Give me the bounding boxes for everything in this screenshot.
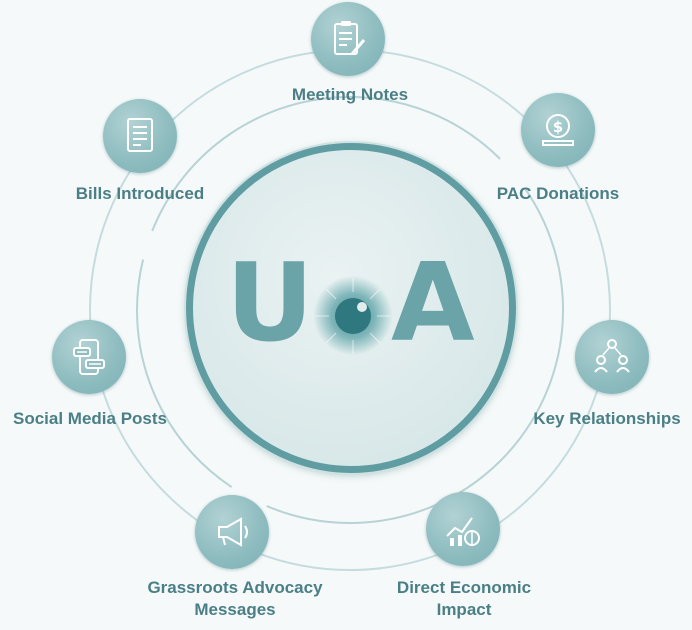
label-pac-donations: PAC Donations [496, 184, 620, 203]
logo-letter-u: U [226, 241, 314, 366]
phone-chat-icon [73, 339, 105, 375]
node-grassroots-advocacy [195, 495, 269, 569]
label-grassroots-advocacy-line1: Grassroots Advocacy [147, 578, 323, 597]
people-network-icon [594, 339, 630, 373]
inner-orbit-ring [136, 96, 564, 524]
node-direct-economic-impact [426, 492, 500, 566]
chart-growth-icon [446, 517, 480, 546]
label-key-relationships: Key Relationships [533, 409, 681, 428]
clipboard-pencil-icon [334, 21, 366, 55]
label-direct-economic-impact-line1: Direct Economic [396, 578, 532, 597]
label-direct-economic-impact: Direct Economic Impact [374, 577, 554, 621]
dollar-coin-icon: $ [542, 114, 574, 146]
svg-text:$: $ [553, 118, 563, 136]
logo-letter-a: A [391, 241, 475, 366]
eye-icon [313, 276, 393, 356]
megaphone-icon [218, 517, 248, 547]
label-grassroots-advocacy: Grassroots Advocacy Messages [130, 577, 340, 621]
label-grassroots-advocacy-line2: Messages [194, 600, 276, 619]
label-bills-introduced: Bills Introduced [75, 184, 205, 203]
node-meeting-notes [311, 2, 385, 76]
label-meeting-notes: Meeting Notes [291, 85, 409, 104]
node-social-media-posts [52, 320, 126, 394]
node-key-relationships [575, 320, 649, 394]
node-pac-donations: $ [521, 93, 595, 167]
label-social-media-posts: Social Media Posts [13, 409, 167, 428]
node-bills-introduced [103, 99, 177, 173]
document-list-icon [127, 118, 153, 152]
label-direct-economic-impact-line2: Impact [436, 600, 492, 619]
